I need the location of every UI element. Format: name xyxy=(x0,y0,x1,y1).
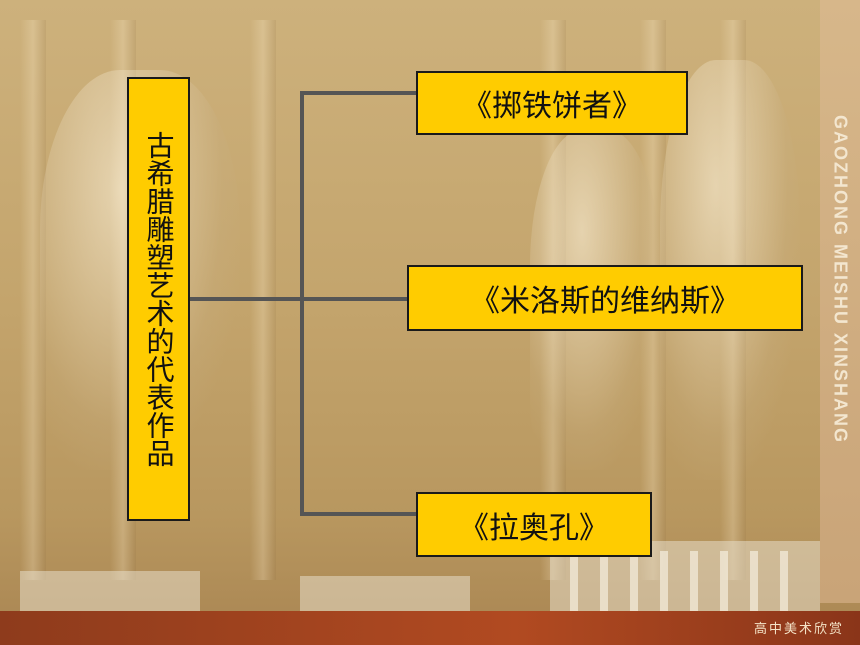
child-node-label: 《掷铁饼者》 xyxy=(462,89,642,124)
child-node-venus-de-milo: 《米洛斯的维纳斯》 xyxy=(407,265,803,331)
footer-title: 高中美术欣赏 xyxy=(753,622,844,637)
footer-bar xyxy=(0,611,860,645)
ruins xyxy=(20,571,200,611)
ruin-column xyxy=(750,551,758,611)
ruin-column xyxy=(690,551,698,611)
ruins xyxy=(300,576,470,611)
ruin-column xyxy=(630,551,638,611)
ruin-column xyxy=(570,551,578,611)
ruin-column xyxy=(660,551,668,611)
root-node: 古希腊雕塑艺术的代表作品 xyxy=(127,77,190,521)
child-node-discobolus: 《掷铁饼者》 xyxy=(416,71,688,135)
ruin-column xyxy=(780,551,788,611)
ruin-column xyxy=(720,551,728,611)
side-strip xyxy=(820,0,860,603)
child-node-label: 《拉奥孔》 xyxy=(459,510,609,546)
child-node-laocoon: 《拉奥孔》 xyxy=(416,492,652,557)
side-branding-text: GAOZHONG MEISHU XINSHANG xyxy=(830,115,851,445)
ruin-column xyxy=(600,551,608,611)
root-node-label: 古希腊雕塑艺术的代表作品 xyxy=(142,131,176,467)
child-node-label: 《米洛斯的维纳斯》 xyxy=(470,284,740,319)
